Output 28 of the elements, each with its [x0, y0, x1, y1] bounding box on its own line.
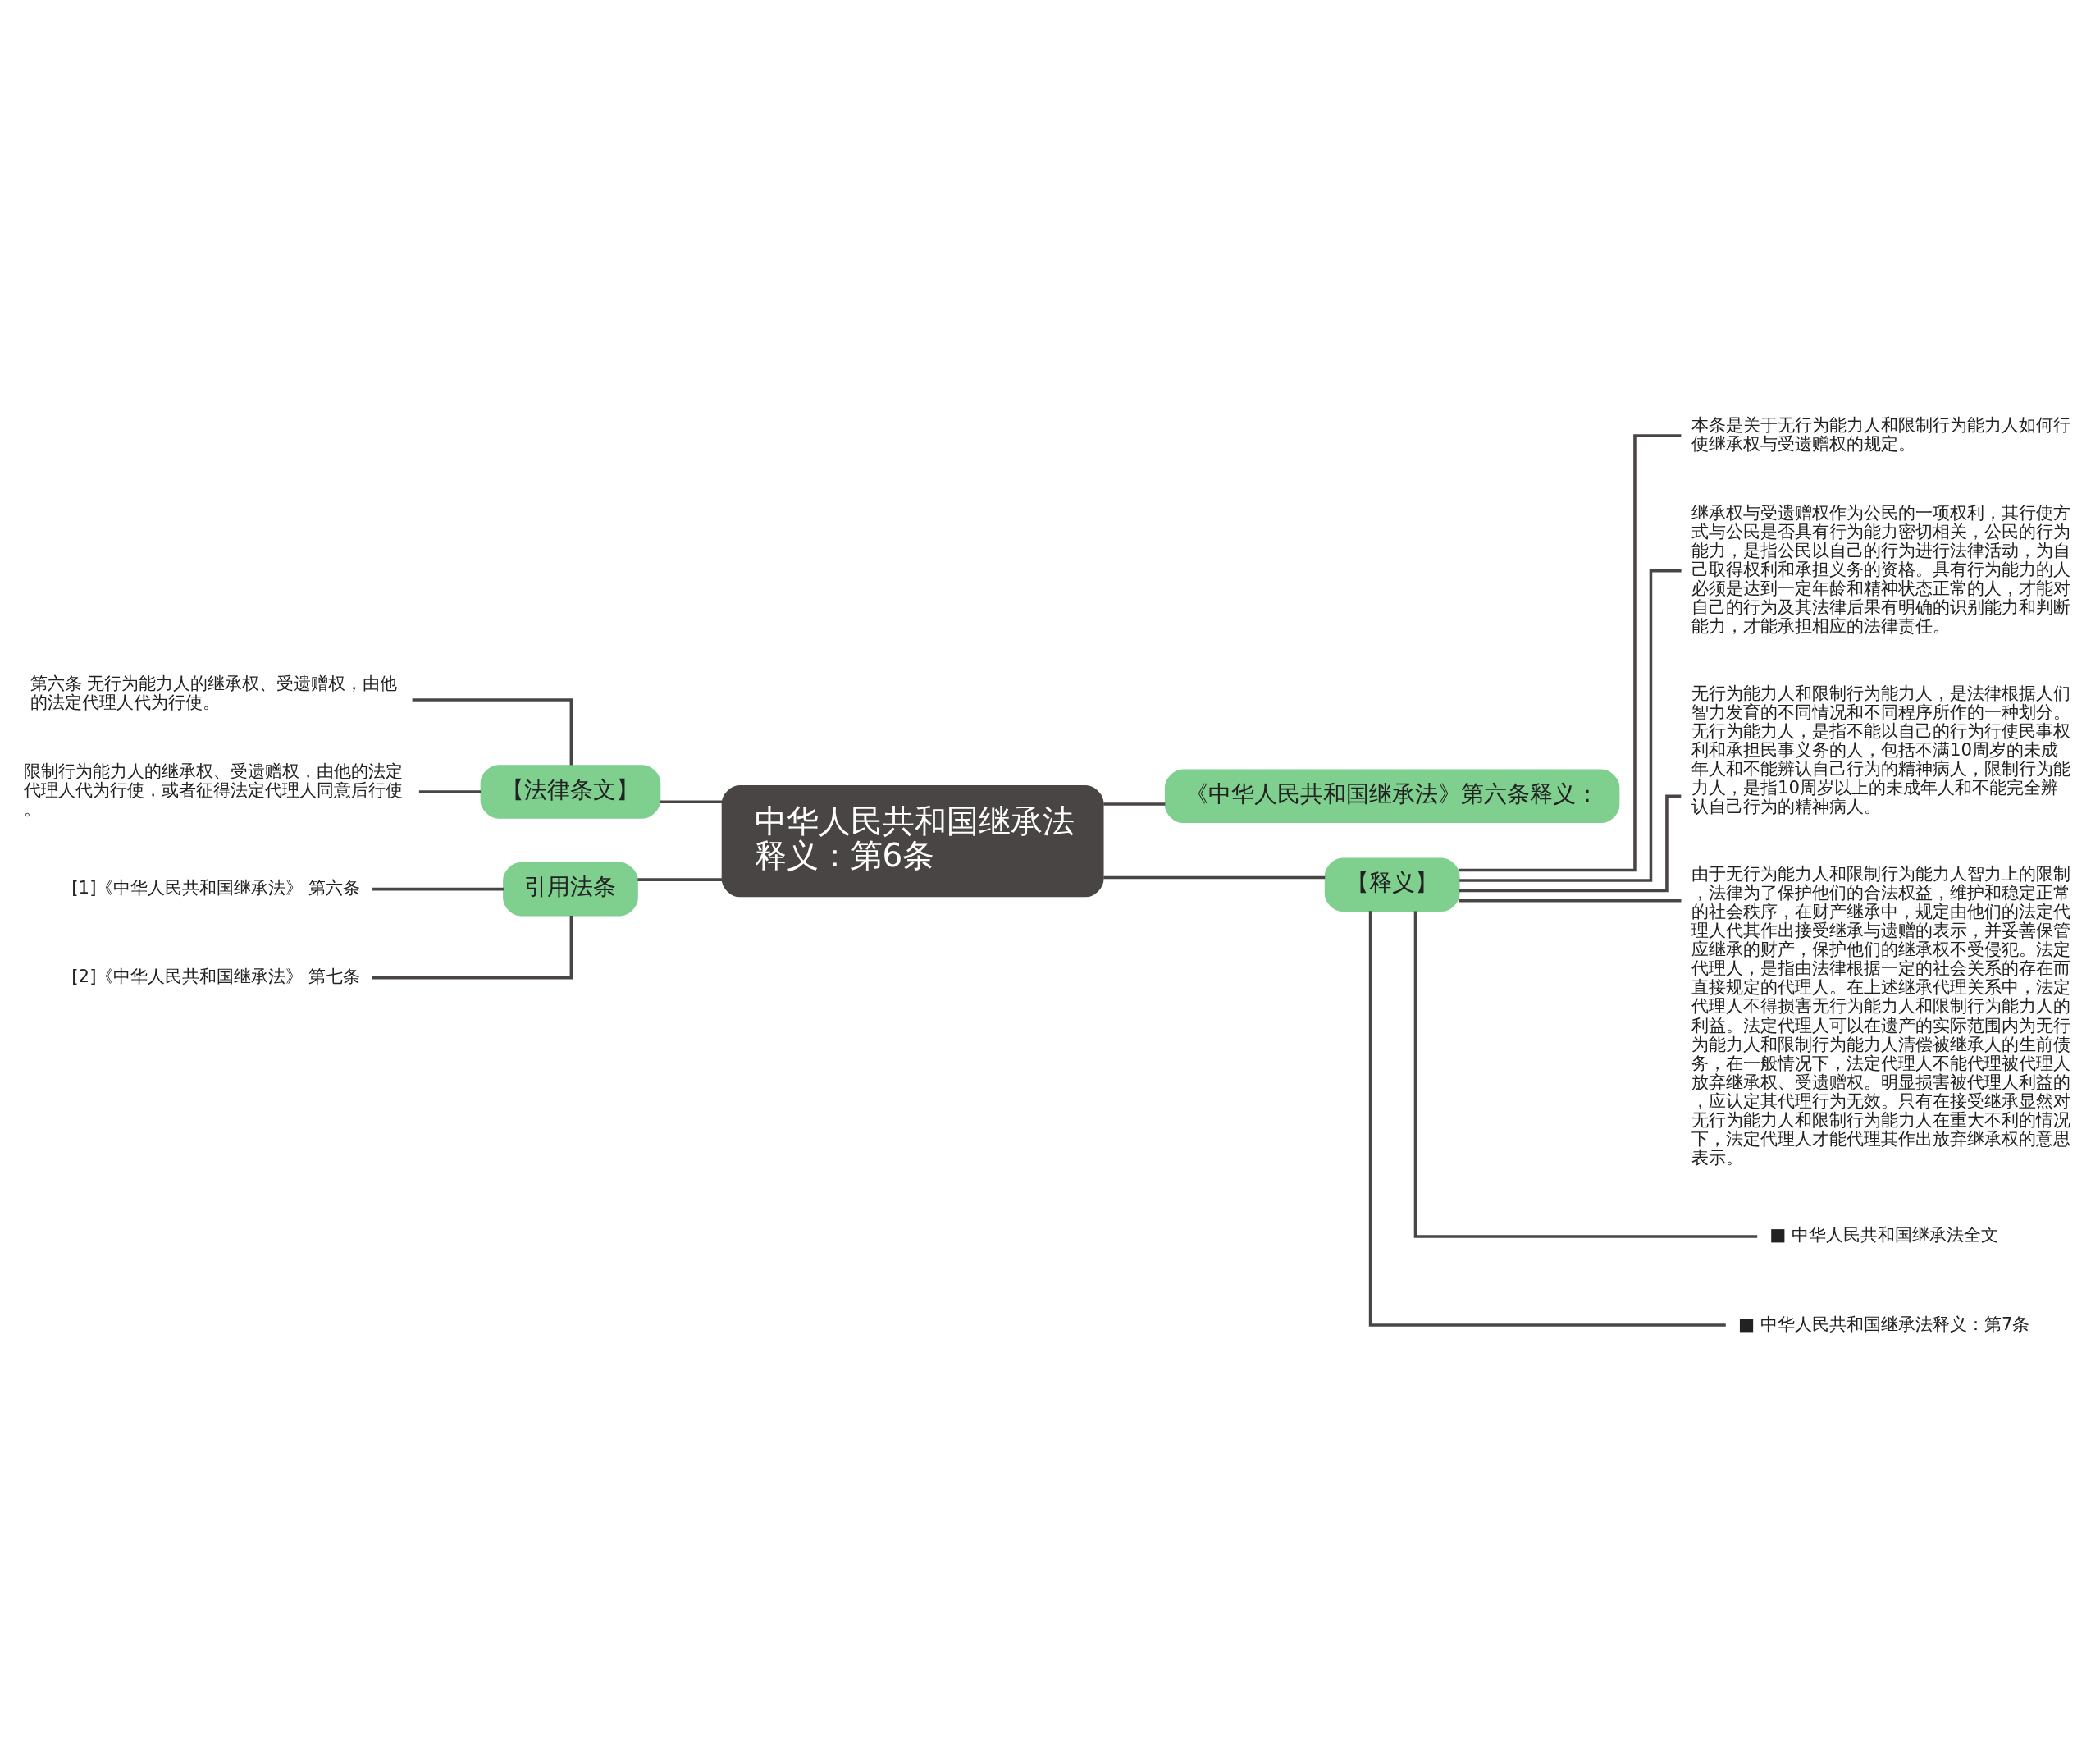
connector — [1459, 794, 1682, 892]
node-text: ■ 中华人民共和国继承法释义：第7条 — [1738, 1313, 2030, 1334]
connector — [372, 887, 504, 890]
node-text: ■ 中华人民共和国继承法全文 — [1769, 1223, 1999, 1245]
node-box: 中华人民共和国继承法释义：第6条 — [721, 784, 1104, 897]
node-text: 继承权与受遗赠权作为公民的一项权利，其行使方式与公民是否具有行为能力密切相关，公民的行为能力，是指公民以自己的行为进行法律活动，为自己取得权利和承担义务的资格。具有行为能力的人必须是达到一定年龄和精神状态正常的人，才能对自己的行为及其法律后果有明确的识别能力和判断能力，才能承担相应的法律责任。 — [1691, 501, 2071, 636]
connector — [418, 789, 482, 793]
connector — [1368, 910, 1726, 1327]
node-text: 无行为能力人和限制行为能力人，是法律根据人们智力发育的不同情况和不同程序所作的一种划分。无行为能力人，是指不能以自己的行为行使民事权利和承担民事义务的人，包括不满10周岁的未成年人和不能辨认自己行为的精神病人，限制行为能力人，是指10周岁以上的未成年人和不能完全辨认自己行为的精神病人。 — [1691, 682, 2071, 816]
connector — [660, 800, 723, 803]
node-box: 《中华人民共和国继承法》第六条释义： — [1164, 769, 1620, 823]
node-text: 第六条 无行为能力人的继承权、受遗赠权，由他的法定代理人代为行使。 — [30, 672, 398, 712]
connector — [1459, 433, 1682, 871]
node-text: 由于无行为能力人和限制行为能力人智力上的限制，法律为了保护他们的合法权益，维护和稳定正常的社会秩序，在财产继承中，规定由他们的法定代理人代其作出接受继承与遗赠的表示，并妥善保管应继承的财产，保护他们的继承权不受侵犯。法定代理人，是指由法律根据一定的社会关系的存在而直接规定的代理人。在上述继承代理关系中，法定代理人不得损害无行为能力人和限制行为能力人的利益。法定代理人可以在遗产的实际范围内为无行为能力人和限制行为能力人清偿被继承人的生前债务，在一般情况下，法定代理人不能代理被代理人放弃继承权、受遗赠权。明显损害被代理人利益的，应认定其代理行为无效。只有在接受继承显然对无行为能力人和限制行为能力人在重大不利的情况下，法定代理人才能代理其作出放弃继承权的意思表示。 — [1691, 862, 2071, 1168]
connector — [412, 697, 573, 766]
connector — [1459, 898, 1682, 903]
node-text: 本条是关于无行为能力人和限制行为能力人如何行使继承权与受遗赠权的规定。 — [1691, 414, 2071, 454]
node-text: [1]《中华人民共和国继承法》 第六条 — [71, 876, 361, 898]
connector — [1103, 875, 1326, 879]
node-box: 【释义】 — [1324, 857, 1460, 912]
node-box: 【法律条文】 — [480, 764, 661, 819]
node-box: 引用法条 — [503, 862, 638, 916]
node-text: [2]《中华人民共和国继承法》 第七条 — [71, 965, 361, 986]
connector — [1103, 802, 1166, 806]
connector — [637, 877, 723, 881]
connector — [1413, 911, 1758, 1238]
node-text: 限制行为能力人的继承权、受遗赠权，由他的法定代理人代为行使，或者征得法定代理人同意后行使。 — [23, 760, 403, 819]
connector — [372, 915, 573, 979]
